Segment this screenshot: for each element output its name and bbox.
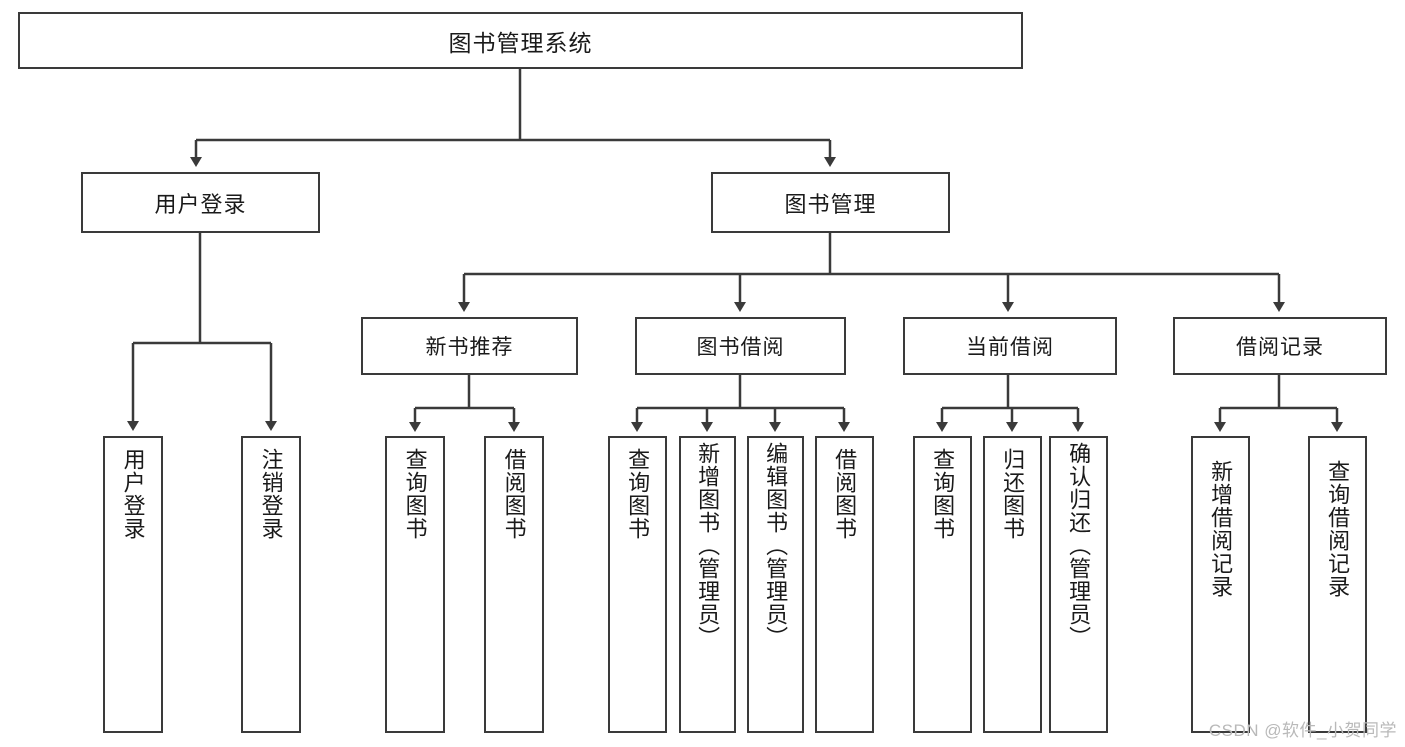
node-leaf-borrow-book-1-label: 借阅图书 <box>501 448 527 540</box>
node-leaf-confirm-return-admin-label: 确认归还（管理员） <box>1066 442 1092 649</box>
node-current-borrow[interactable]: 当前借阅 <box>903 317 1117 375</box>
node-leaf-logout-login-label: 注销登录 <box>258 448 284 540</box>
node-book-borrow[interactable]: 图书借阅 <box>635 317 846 375</box>
node-book-management-label: 图书管理 <box>784 191 877 217</box>
node-leaf-add-book-admin[interactable]: 新增图书（管理员） <box>679 436 736 733</box>
node-leaf-query-book-2-label: 查询图书 <box>625 448 651 540</box>
node-leaf-return-book[interactable]: 归还图书 <box>983 436 1042 733</box>
node-borrow-record[interactable]: 借阅记录 <box>1173 317 1387 375</box>
node-leaf-query-borrow-record-label: 查询借阅记录 <box>1325 460 1351 598</box>
node-leaf-edit-book-admin[interactable]: 编辑图书（管理员） <box>747 436 804 733</box>
node-leaf-query-book-3-label: 查询图书 <box>930 448 956 540</box>
node-leaf-return-book-label: 归还图书 <box>1000 448 1026 540</box>
node-leaf-user-login[interactable]: 用户登录 <box>103 436 163 733</box>
node-leaf-logout-login[interactable]: 注销登录 <box>241 436 301 733</box>
node-leaf-add-borrow-record-label: 新增借阅记录 <box>1208 460 1234 598</box>
node-leaf-add-borrow-record[interactable]: 新增借阅记录 <box>1191 436 1250 733</box>
node-borrow-record-label: 借阅记录 <box>1236 336 1324 359</box>
node-leaf-query-book-3[interactable]: 查询图书 <box>913 436 972 733</box>
node-leaf-add-book-admin-label: 新增图书（管理员） <box>695 442 721 649</box>
node-root[interactable]: 图书管理系统 <box>18 12 1023 69</box>
node-leaf-confirm-return-admin[interactable]: 确认归还（管理员） <box>1049 436 1108 733</box>
node-leaf-borrow-book-2[interactable]: 借阅图书 <box>815 436 874 733</box>
node-new-book-recommend-label: 新书推荐 <box>425 336 514 359</box>
node-leaf-borrow-book-1[interactable]: 借阅图书 <box>484 436 544 733</box>
node-leaf-user-login-label: 用户登录 <box>120 448 146 540</box>
node-book-management[interactable]: 图书管理 <box>711 172 950 233</box>
node-current-borrow-label: 当前借阅 <box>966 336 1054 359</box>
node-leaf-borrow-book-2-label: 借阅图书 <box>832 448 858 540</box>
node-leaf-query-book-1[interactable]: 查询图书 <box>385 436 445 733</box>
node-leaf-edit-book-admin-label: 编辑图书（管理员） <box>763 442 789 649</box>
node-leaf-query-book-1-label: 查询图书 <box>402 448 428 540</box>
node-new-book-recommend[interactable]: 新书推荐 <box>361 317 578 375</box>
node-leaf-query-borrow-record[interactable]: 查询借阅记录 <box>1308 436 1367 733</box>
node-book-borrow-label: 图书借阅 <box>696 336 785 359</box>
node-root-label: 图书管理系统 <box>448 29 593 56</box>
node-leaf-query-book-2[interactable]: 查询图书 <box>608 436 667 733</box>
node-user-login[interactable]: 用户登录 <box>81 172 320 233</box>
node-user-login-label: 用户登录 <box>154 191 247 217</box>
